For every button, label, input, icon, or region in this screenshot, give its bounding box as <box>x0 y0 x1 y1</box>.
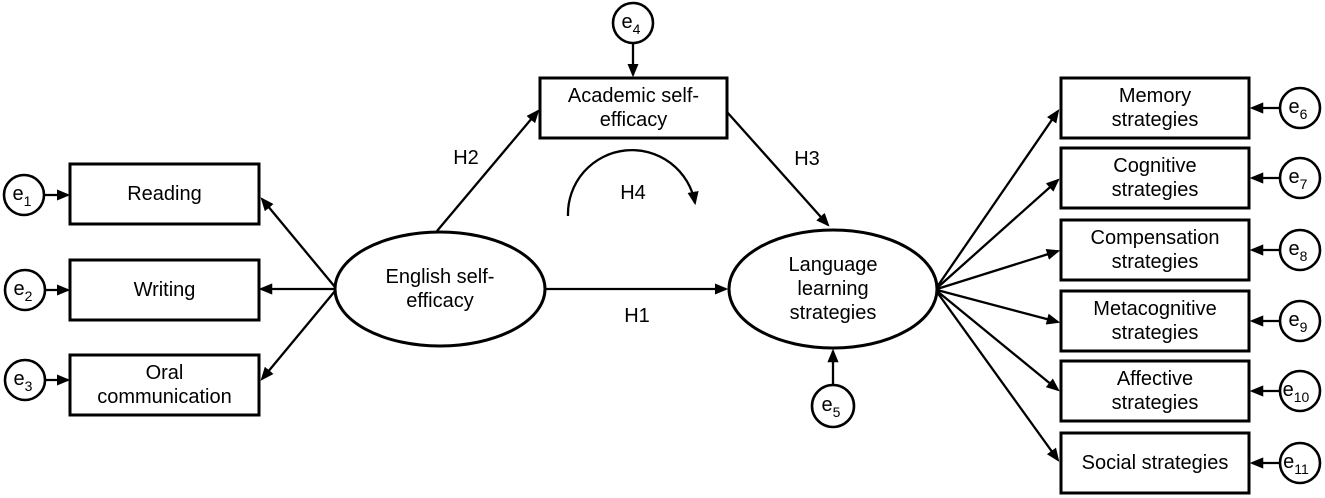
arrow-h2 <box>436 109 540 232</box>
h3-label: H3 <box>794 148 820 170</box>
arrow-lls-to-memory <box>936 109 1060 288</box>
lls-label-line2: learning <box>797 278 868 300</box>
e2-label: e2 <box>14 278 33 304</box>
error-term-e8: e8 <box>1278 228 1322 272</box>
error-term-e7: e7 <box>1278 156 1322 200</box>
writing-box <box>68 258 261 322</box>
latent-language-learning-strategies: Language learning strategies <box>727 228 939 350</box>
reading-label: Reading <box>127 183 202 205</box>
e3-label: e3 <box>14 368 33 394</box>
memory-label-line2: strategies <box>1112 109 1199 131</box>
oral-label-line1: Oral <box>146 362 184 384</box>
error-term-e9: e9 <box>1278 299 1322 343</box>
academic-label-line1: Academic self- <box>568 85 699 107</box>
affective-strategies-box <box>1059 359 1251 423</box>
affective-label-line2: strategies <box>1112 392 1199 414</box>
social-label: Social strategies <box>1082 452 1229 474</box>
e4-label: e4 <box>622 11 641 37</box>
e8-label: e8 <box>1289 238 1308 264</box>
e7-circle <box>1278 156 1322 200</box>
e5-circle <box>810 383 856 429</box>
compensation-strategies-box <box>1059 218 1251 282</box>
language-learning-strategies-ellipse <box>727 228 939 350</box>
academic-label-line2: efficacy <box>600 109 667 131</box>
e6-label: e6 <box>1289 96 1308 122</box>
compensation-label-line1: Compensation <box>1091 227 1220 249</box>
affective-label-line1: Affective <box>1117 368 1193 390</box>
metacognitive-label-line2: strategies <box>1112 322 1199 344</box>
indicator-reading: Reading <box>68 162 261 226</box>
lls-label-line1: Language <box>789 254 878 276</box>
indicator-compensation-strategies: Compensation strategies <box>1059 218 1251 282</box>
indicator-social-strategies: Social strategies <box>1059 431 1251 495</box>
mediator-academic-self-efficacy: Academic self- efficacy <box>538 76 729 140</box>
error-term-e3: e3 <box>3 358 47 402</box>
arrow-lls-to-affective <box>936 290 1060 392</box>
indicator-affective-strategies: Affective strategies <box>1059 359 1251 423</box>
h1-label: H1 <box>624 305 650 327</box>
e8-circle <box>1278 228 1322 272</box>
compensation-label-line2: strategies <box>1112 251 1199 273</box>
oral-label-line2: communication <box>97 386 232 408</box>
e3-circle <box>3 358 47 402</box>
e5-label: e5 <box>822 394 841 420</box>
indicator-metacognitive-strategies: Metacognitive strategies <box>1059 289 1251 353</box>
e1-label: e1 <box>13 183 32 209</box>
e1-circle <box>2 173 46 217</box>
measurement-paths <box>258 109 1061 462</box>
e9-label: e9 <box>1289 309 1308 335</box>
cognitive-label-line2: strategies <box>1112 179 1199 201</box>
indicator-oral-communication: Oral communication <box>68 353 261 417</box>
arrow-h3 <box>726 111 830 227</box>
e7-label: e7 <box>1289 166 1308 192</box>
e11-label: e11 <box>1283 451 1309 477</box>
error-term-e1: e1 <box>2 173 46 217</box>
metacognitive-strategies-box <box>1059 289 1251 353</box>
error-term-e5: e5 <box>810 383 856 429</box>
arrow-lls-to-cognitive <box>936 178 1060 289</box>
h2-label: H2 <box>453 147 479 169</box>
cognitive-strategies-box <box>1059 146 1251 210</box>
error-term-e4: e4 <box>611 1 655 45</box>
arrow-lls-to-metacognitive <box>936 288 1061 325</box>
cognitive-label-line1: Cognitive <box>1113 155 1196 177</box>
academic-self-efficacy-box <box>538 76 729 140</box>
e11-circle <box>1278 441 1322 485</box>
english-self-efficacy-label-line2: efficacy <box>406 290 473 312</box>
arrow-english-to-oral <box>260 290 336 381</box>
indicator-writing: Writing <box>68 258 261 322</box>
e4-circle <box>611 1 655 45</box>
writing-label: Writing <box>134 279 196 301</box>
indicator-cognitive-strategies: Cognitive strategies <box>1059 146 1251 210</box>
structural-paths: H1 H2 H3 H4 <box>436 109 830 327</box>
latent-english-self-efficacy: English self- efficacy <box>333 230 547 348</box>
error-term-e2: e2 <box>3 268 47 312</box>
e2-circle <box>3 268 47 312</box>
english-self-efficacy-label-line1: English self- <box>386 266 495 288</box>
metacognitive-label-line1: Metacognitive <box>1093 298 1216 320</box>
indicator-memory-strategies: Memory strategies <box>1059 76 1251 140</box>
error-term-e6: e6 <box>1278 86 1322 130</box>
arrow-h4-curved <box>566 149 699 217</box>
e10-label: e10 <box>1283 379 1310 405</box>
oral-communication-box <box>68 353 261 417</box>
arrow-english-to-reading <box>260 197 336 288</box>
e10-circle <box>1278 369 1322 413</box>
error-term-e11: e11 <box>1278 441 1322 485</box>
lls-label-line3: strategies <box>790 302 877 324</box>
error-paths <box>44 44 1280 469</box>
h4-label: H4 <box>620 182 646 204</box>
memory-label-line1: Memory <box>1119 85 1191 107</box>
arrow-lls-to-social <box>936 291 1060 462</box>
arrow-lls-to-compensation <box>936 249 1061 291</box>
reading-box <box>68 162 261 226</box>
e6-circle <box>1278 86 1322 130</box>
english-self-efficacy-ellipse <box>333 230 547 348</box>
error-term-e10: e10 <box>1278 369 1322 413</box>
social-strategies-box <box>1059 431 1251 495</box>
e9-circle <box>1278 299 1322 343</box>
memory-strategies-box <box>1059 76 1251 140</box>
